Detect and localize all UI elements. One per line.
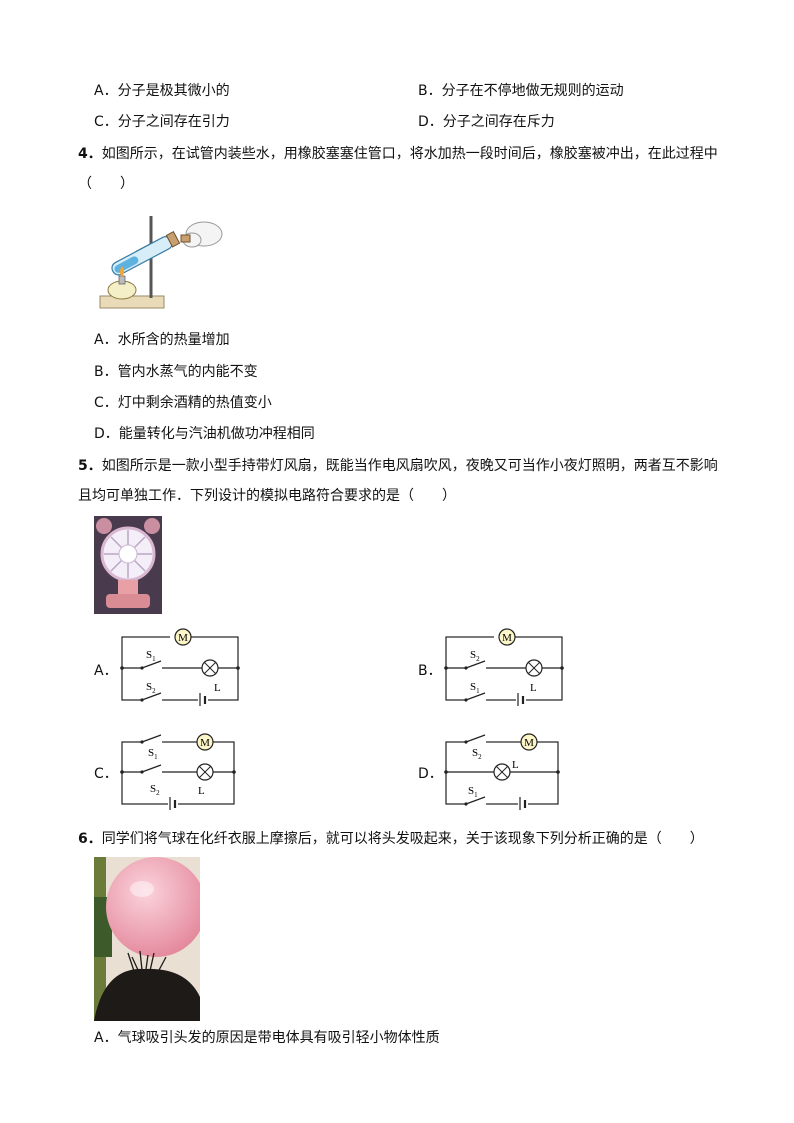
q6-option-a: A．气球吸引头发的原因是带电体具有吸引轻小物体性质 [94,1030,440,1046]
q3-option-d: D．分子之间存在斥力 [418,114,555,130]
circuit-d: S2 M L S1 [444,733,560,810]
q5-stem-line2: 且均可单独工作．下列设计的模拟电路符合要求的是（ ） [78,488,456,504]
motor-symbol: M [524,737,534,749]
q3-option-a: A．分子是极其微小的 [94,83,230,99]
switch-s2-label: S2 [146,681,156,695]
q5-option-d-label: D． [418,766,443,782]
q5-stem-line1: 如图所示是一款小型手持带灯风扇，既能当作电风扇吹风，夜晚又可当作小夜灯照明，两者… [101,458,718,474]
q6-stem: 6．同学们将气球在化纤衣服上摩擦后，就可以将头发吸起来，关于该现象下列分析正确的… [78,829,704,849]
q6-number: 6． [78,831,102,847]
fan-photo [94,516,162,614]
circuit-b: M S2 L S1 [444,628,564,706]
q4-option-c: C．灯中剩余酒精的热值变小 [94,395,272,411]
q5-option-c-label: C． [94,766,118,782]
motor-symbol: M [502,632,512,644]
test-tube-heating-figure [99,216,223,309]
switch-s1-label: S1 [468,785,478,799]
q4-option-a: A．水所含的热量增加 [94,332,230,348]
balloon-hair-photo [94,857,200,1021]
q5-option-b-label: B． [418,663,442,679]
q4-stem-line1: 如图所示，在试管内装些水，用橡胶塞塞住管口，将水加热一段时间后，橡胶塞被冲出，在… [101,146,718,162]
q5-number: 5． [78,458,102,474]
switch-s2-label: S2 [150,783,160,797]
lamp-label: L [512,759,519,771]
q5-option-a-label: A． [94,663,118,679]
switch-s2-label: S2 [472,747,482,761]
q6-stem-text: 同学们将气球在化纤衣服上摩擦后，就可以将头发吸起来，关于该现象下列分析正确的是（… [101,831,704,847]
lamp-label: L [530,682,537,694]
q4-option-d: D．能量转化与汽油机做功冲程相同 [94,426,315,442]
switch-s1-label: S1 [148,747,158,761]
q4-stem-line2: （ ） [78,176,134,192]
q4-number: 4． [78,146,102,162]
motor-symbol: M [200,737,210,749]
q4-option-b: B．管内水蒸气的内能不变 [94,364,258,380]
motor-symbol: M [178,632,188,644]
circuit-a: M S1 L S2 [120,628,240,706]
q5-stem: 5．如图所示是一款小型手持带灯风扇，既能当作电风扇吹风，夜晚又可当作小夜灯照明，… [78,456,718,476]
q3-option-c: C．分子之间存在引力 [94,114,230,130]
switch-s2-label: S2 [470,649,480,663]
switch-s1-label: S1 [146,649,156,663]
circuit-c: S1 M S2 L [120,733,236,810]
switch-s1-label: S1 [470,681,480,695]
lamp-label: L [214,682,221,694]
lamp-label: L [198,785,205,797]
q3-option-b: B．分子在不停地做无规则的运动 [418,83,624,99]
q4-stem: 4．如图所示，在试管内装些水，用橡胶塞塞住管口，将水加热一段时间后，橡胶塞被冲出… [78,144,718,164]
